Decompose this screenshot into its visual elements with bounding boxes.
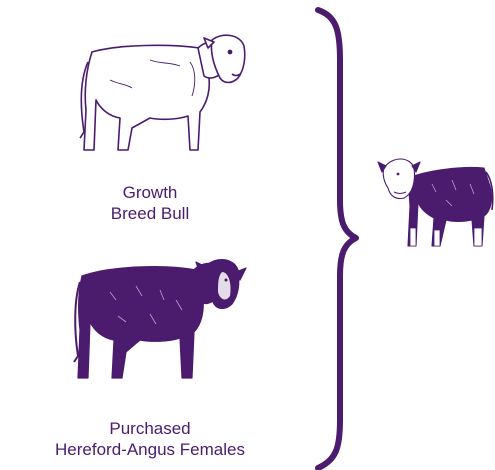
crossbred-calf-icon [378, 159, 493, 246]
female-caption-line-1: Purchased [0, 418, 300, 439]
female-caption-line-2: Hereford-Angus Females [0, 439, 300, 460]
hereford-angus-female-icon [74, 260, 246, 378]
bull-caption-line-1: Growth [60, 182, 240, 203]
female-caption: Purchased Hereford-Angus Females [0, 418, 300, 460]
bull-caption-line-2: Breed Bull [60, 203, 240, 224]
curly-brace-icon [318, 10, 356, 468]
growth-breed-bull-icon [80, 35, 245, 150]
bull-caption: Growth Breed Bull [60, 182, 240, 224]
